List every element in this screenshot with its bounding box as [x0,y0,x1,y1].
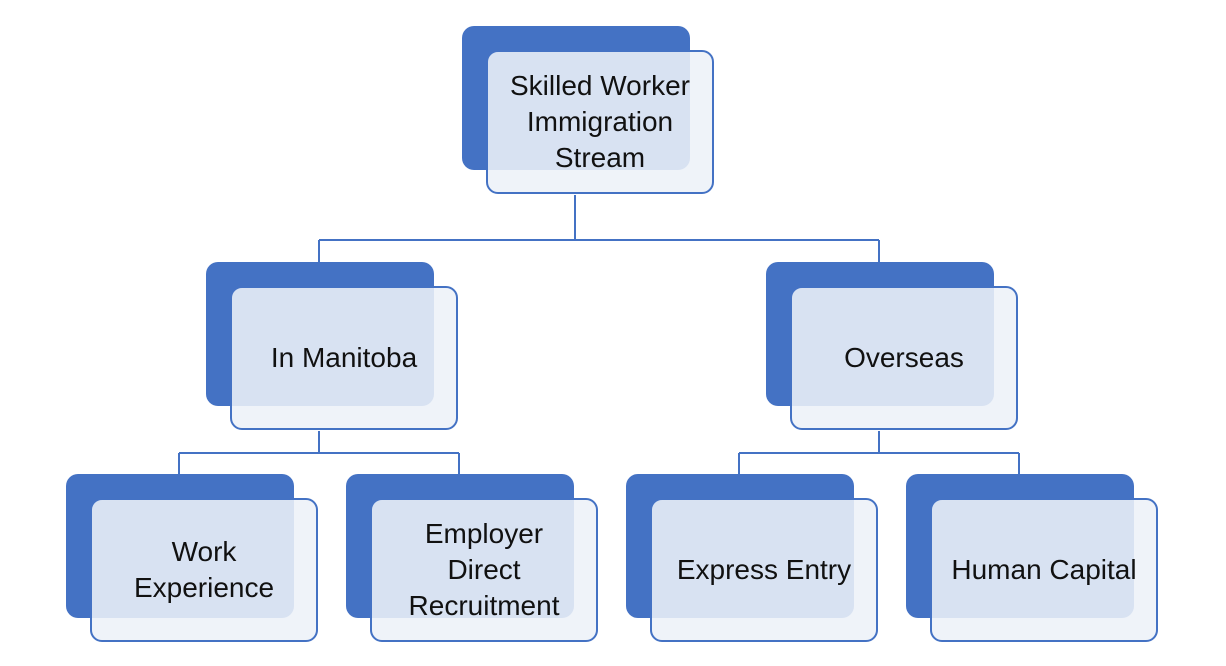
connector-root-to-branches [318,195,880,262]
connector-in-manitoba-to-children [178,431,460,474]
node-card: Employer Direct Recruitment [370,498,598,642]
node-label: In Manitoba [270,342,418,373]
node-card: Overseas [790,286,1018,430]
connector-overseas-to-children [738,431,1020,474]
node-card: Work Experience [90,498,318,642]
node-label: Human Capital [951,554,1137,585]
node-label: Skilled Worker Immigration Stream [510,70,690,173]
node-card: Skilled Worker Immigration Stream [486,50,714,194]
node-card: Express Entry [650,498,878,642]
node-label: Express Entry [676,554,852,585]
node-card: Human Capital [930,498,1158,642]
node-label: Employer Direct Recruitment [408,518,560,621]
node-card: In Manitoba [230,286,458,430]
node-label: Work Experience [133,536,275,603]
node-label: Overseas [844,342,964,373]
